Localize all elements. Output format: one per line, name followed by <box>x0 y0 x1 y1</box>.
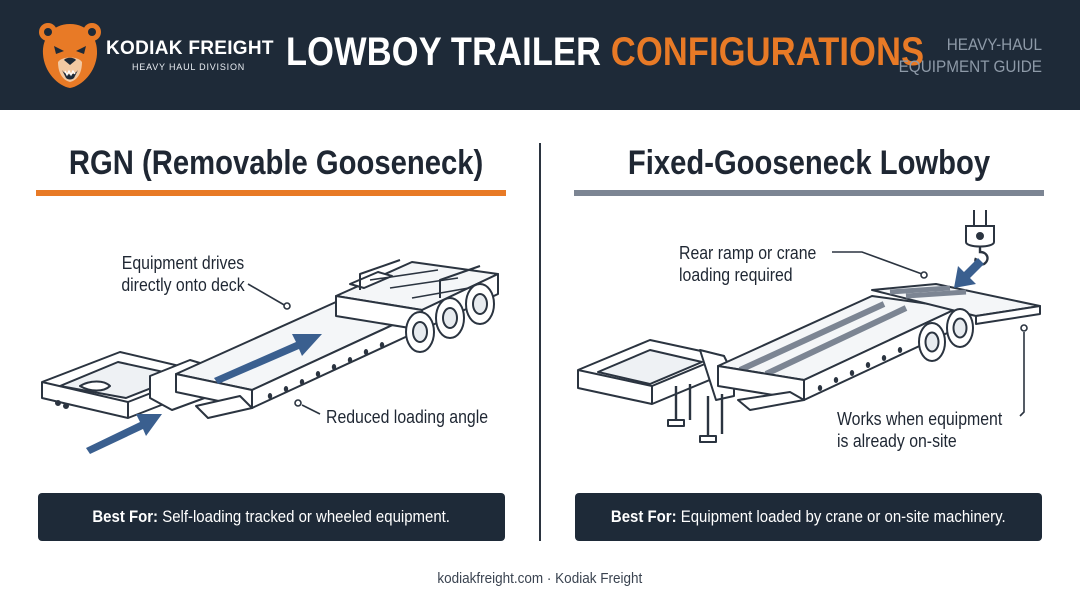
brand-subtitle: HEAVY HAUL DIVISION <box>132 62 246 72</box>
trailer-diagrams <box>41 210 1041 454</box>
bear-logo-icon <box>39 23 101 88</box>
callout-rear-ramp: Rear ramp or crane loading required <box>679 242 816 286</box>
page-title-main: LOWBOY TRAILER <box>286 30 602 74</box>
page-title-accent: CONFIGURATIONS <box>610 30 925 74</box>
callout-reduced-angle: Reduced loading angle <box>326 407 489 427</box>
callout-site-line2: is already on-site <box>837 431 957 451</box>
left-best-for-text: Self-loading tracked or wheeled equipmen… <box>162 507 451 526</box>
loading-arrow-icon <box>86 414 162 454</box>
right-best-for-label: Best For: <box>611 507 677 526</box>
guide-label: HEAVY-HAUL EQUIPMENT GUIDE <box>880 34 1042 78</box>
right-best-for-bar: Best For: Equipment loaded by crane or o… <box>575 493 1042 541</box>
callout-site-line1: Works when equipment <box>837 409 1003 429</box>
guide-label-line2: EQUIPMENT GUIDE <box>898 57 1042 76</box>
left-best-for-label: Best For: <box>92 507 159 526</box>
callout-on-site: Works when equipment is already on-site <box>837 408 1002 452</box>
fixed-gooseneck-trailer-illustration <box>577 283 1041 443</box>
callout-ramp-line1: Rear ramp or crane <box>679 243 817 263</box>
left-best-for-bar: Best For: Self-loading tracked or wheele… <box>38 493 505 541</box>
callout-drives-onto-deck: Equipment drives directly onto deck <box>108 252 258 296</box>
center-divider <box>539 143 541 541</box>
footer-text: kodiakfreight.com · Kodiak Freight <box>437 570 643 587</box>
loading-arrow-icon <box>214 334 322 384</box>
page-title: LOWBOY TRAILER CONFIGURATIONS <box>286 30 924 75</box>
right-panel-title: Fixed-Gooseneck Lowboy <box>627 144 991 182</box>
right-callout-leaders <box>832 251 1028 417</box>
callout-drives-line1: Equipment drives <box>121 253 245 273</box>
guide-label-line1: HEAVY-HAUL <box>946 35 1042 54</box>
left-callout-leaders <box>247 283 321 415</box>
right-best-for-text: Equipment loaded by crane or on-site mac… <box>680 507 1006 526</box>
right-title-rule <box>574 190 1044 196</box>
footer: kodiakfreight.com · Kodiak Freight <box>0 570 1080 587</box>
crane-hook-icon <box>965 210 995 266</box>
down-arrow-icon <box>954 258 984 288</box>
header-bar: KODIAK FREIGHT HEAVY HAUL DIVISION LOWBO… <box>0 0 1080 110</box>
brand-name: KODIAK FREIGHT <box>106 38 274 59</box>
callout-drives-line2: directly onto deck <box>121 275 245 295</box>
callout-ramp-line2: loading required <box>679 265 793 285</box>
left-panel-title: RGN (Removable Gooseneck) <box>68 144 484 182</box>
left-title-rule <box>36 190 506 196</box>
